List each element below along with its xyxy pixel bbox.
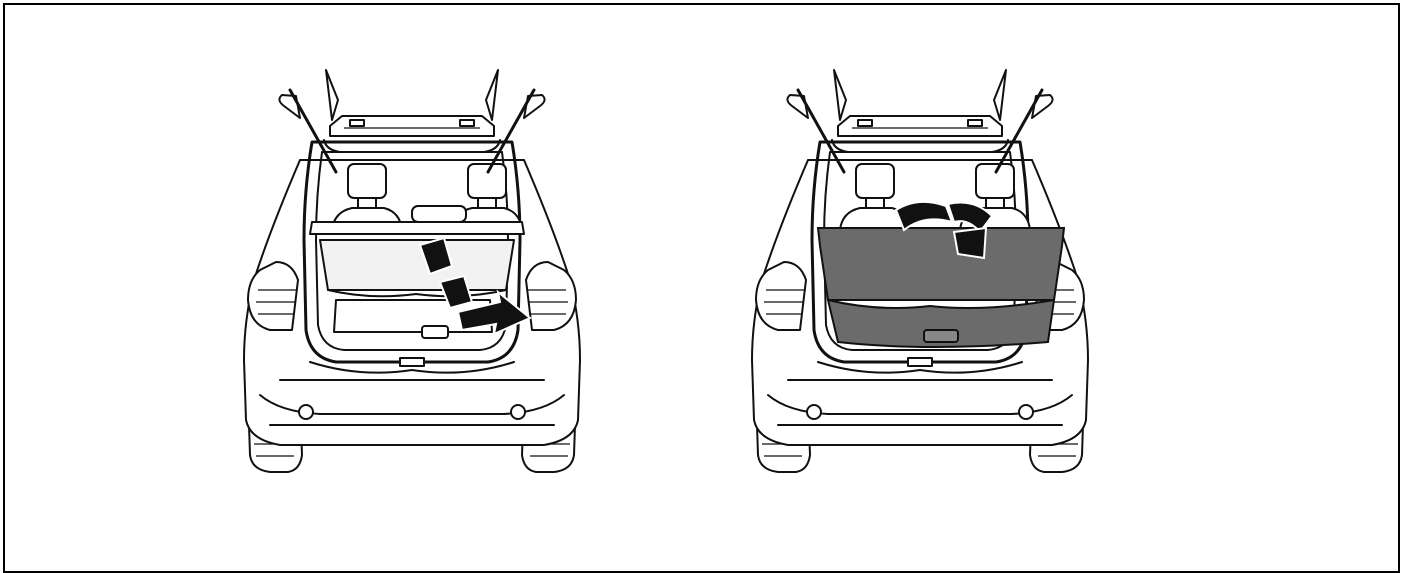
panel-cover-open (244, 70, 580, 472)
cargo-cover-light (320, 240, 514, 290)
panel-cover-closed (752, 70, 1088, 472)
cargo-cover-dark (818, 228, 1064, 300)
